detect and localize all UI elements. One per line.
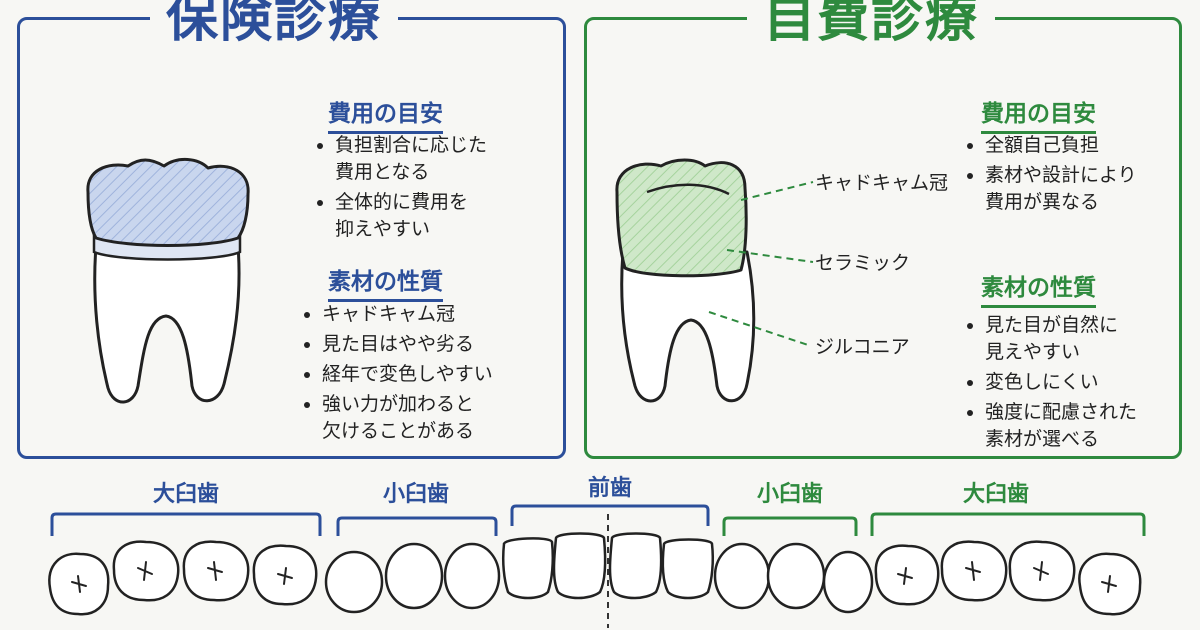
self-pay-panel: 自費診療 キャドキャム冠 セラミック ジルコニア 費用の目安 全額自己負担 素材… — [584, 0, 1182, 459]
premolar-tooth — [443, 542, 501, 610]
premolar-tooth — [713, 542, 771, 610]
bracket-premolar-left — [336, 516, 498, 536]
premolar-tooth — [384, 542, 444, 610]
bracket-molar-right — [870, 512, 1146, 536]
list-item: 負担割合に応じた 費用となる — [313, 132, 487, 186]
list-item: 強度に配慮された 素材が選べる — [963, 399, 1137, 453]
self-pay-material-list: 見た目が自然に 見えやすい 変色しにくい 強度に配慮された 素材が選べる — [963, 312, 1137, 456]
front-tooth — [661, 538, 715, 600]
group-label-premolar-left: 小臼歯 — [382, 482, 450, 507]
insurance-cost-list: 負担割合に応じた 費用となる 全体的に費用を 抑えやすい — [313, 132, 487, 246]
self-pay-cost-heading: 費用の目安 — [981, 94, 1096, 134]
group-label-molar-right: 大臼歯 — [962, 482, 1030, 507]
list-item: 全額自己負担 — [963, 132, 1137, 159]
front-tooth — [501, 537, 555, 600]
list-item: 全体的に費用を 抑えやすい — [313, 189, 487, 243]
group-label-molar-left: 大臼歯 — [152, 482, 220, 507]
premolar-tooth — [766, 542, 826, 610]
self-pay-tooth-illustration — [615, 158, 814, 403]
self-pay-cost-list: 全額自己負担 素材や設計により 費用が異なる — [963, 132, 1137, 219]
list-item: 素材や設計により 費用が異なる — [963, 162, 1137, 216]
premolar-tooth — [324, 550, 384, 614]
insurance-cost-heading: 費用の目安 — [328, 94, 443, 134]
bracket-front — [510, 504, 710, 526]
premolar-tooth — [822, 550, 874, 614]
insurance-material-list: キャドキャム冠 見た目はやや劣る 経年で変色しやすい 強い力が加わると 欠けるこ… — [300, 301, 493, 448]
front-tooth — [552, 532, 607, 600]
callout-ceramic: セラミック — [815, 252, 911, 274]
bracket-molar-left — [50, 512, 322, 536]
group-label-front: 前歯 — [587, 476, 633, 501]
molar-tooth — [874, 544, 940, 606]
insurance-title: 保険診療 — [150, 0, 399, 47]
insurance-panel: 保険診療 費用の目安 負担割合に応じた 費用となる 全体的に費用を 抑えやすい … — [17, 0, 566, 459]
insurance-material-heading: 素材の性質 — [328, 262, 443, 302]
list-item: 見た目が自然に 見えやすい — [963, 312, 1137, 366]
front-tooth — [608, 532, 663, 600]
bracket-premolar-right — [722, 516, 858, 536]
list-item: 経年で変色しやすい — [300, 361, 493, 388]
group-label-premolar-right: 小臼歯 — [756, 482, 824, 507]
self-pay-material-heading: 素材の性質 — [981, 268, 1096, 308]
insurance-tooth-illustration — [86, 158, 250, 404]
list-item: キャドキャム冠 — [300, 301, 493, 328]
dental-arch-illustration — [48, 504, 1146, 628]
callout-cadcam-crown: キャドキャム冠 — [815, 172, 949, 194]
self-pay-title: 自費診療 — [747, 0, 996, 47]
list-item: 見た目はやや劣る — [300, 331, 493, 358]
callout-zirconia: ジルコニア — [815, 336, 910, 358]
list-item: 強い力が加わると 欠けることがある — [300, 391, 493, 445]
list-item: 変色しにくい — [963, 369, 1137, 396]
